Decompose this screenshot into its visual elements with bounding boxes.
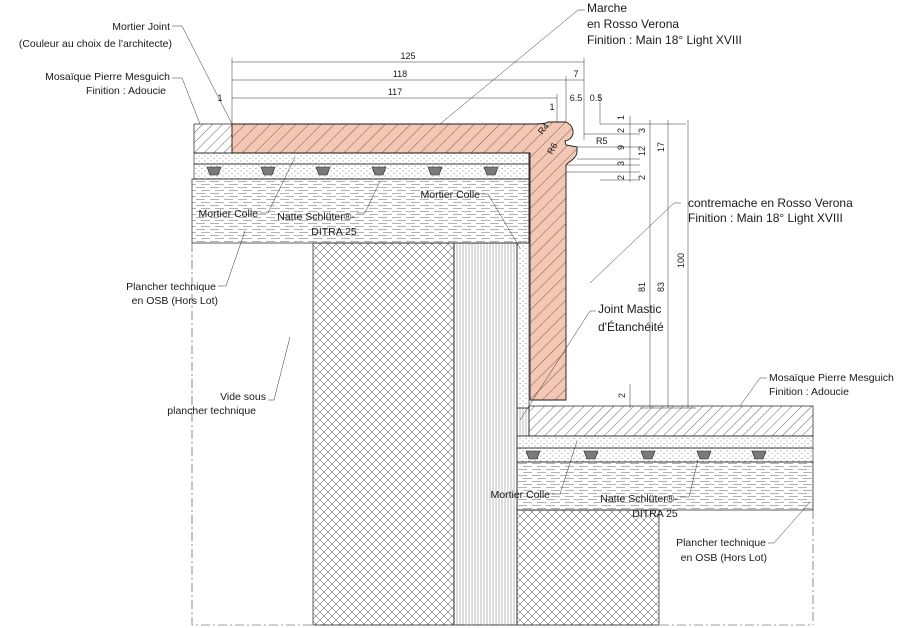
osb-floor-bottom xyxy=(516,461,814,511)
dim-v-2c: 2 xyxy=(637,175,647,180)
label-mortier-joint: Mortier Joint xyxy=(112,21,170,33)
dim-v-9: 9 xyxy=(616,145,626,150)
osb-floor-top xyxy=(191,178,530,244)
ditra-studs-top xyxy=(206,166,499,176)
dim-v-100: 100 xyxy=(676,253,686,268)
dim-v-17: 17 xyxy=(656,142,666,152)
label-natte-left-2: DITRA 25 xyxy=(311,226,357,238)
label-mosaique-bottom: Mosaïque Pierre Mesguich xyxy=(769,372,894,384)
label-mortier-colle-bottom: Mortier Colle xyxy=(490,489,550,501)
dim-6-5: 6.5 xyxy=(570,93,583,103)
label-joint-mastic-2: d'Étanchéité xyxy=(598,319,664,334)
label-vide-2: plancher technique xyxy=(167,405,256,417)
mortar-layer-top xyxy=(193,152,530,165)
ditra-studs-bottom xyxy=(525,450,767,460)
dim-v-1: 1 xyxy=(616,115,626,120)
dimension-lines-top xyxy=(231,58,686,181)
dim-125: 125 xyxy=(400,51,415,61)
label-marche-finish: Finition : Main 18° Light XVIII xyxy=(587,33,742,47)
label-mortier-colle-left: Mortier Colle xyxy=(198,208,258,220)
dim-v-83: 83 xyxy=(656,282,666,292)
dim-v-2b: 2 xyxy=(616,175,626,180)
dim-r5: R5 xyxy=(596,136,608,146)
dim-118: 118 xyxy=(393,69,407,79)
dim-v-3b: 3 xyxy=(637,128,647,133)
dim-0-5: 0.5 xyxy=(590,93,603,103)
mosaic-tile-top xyxy=(193,123,233,154)
structure-weave-bottom xyxy=(516,509,660,626)
label-plancher-bottom: Plancher technique xyxy=(676,537,766,549)
dim-v-2d: 2 xyxy=(617,393,627,398)
mortar-layer-bottom xyxy=(516,435,814,449)
dim-v-3a: 3 xyxy=(616,161,626,166)
label-mortier-joint-note: (Couleur au choix de l'architecte) xyxy=(19,38,172,50)
mosaic-tile-bottom xyxy=(528,405,814,437)
dim-r6: R6 xyxy=(545,141,559,156)
label-natte-bottom-2: DITRA 25 xyxy=(632,508,678,520)
label-marche: Marche xyxy=(587,1,627,15)
dim-117: 117 xyxy=(388,87,402,97)
dim-v-12: 12 xyxy=(637,146,647,156)
leader-lines xyxy=(172,9,811,544)
dim-1-small: 1 xyxy=(549,102,554,112)
label-plancher-bottom-2: en OSB (Hors Lot) xyxy=(681,552,767,564)
structure-weave-left xyxy=(312,242,455,626)
dim-v-81: 81 xyxy=(637,282,647,292)
label-plancher-left: Plancher technique xyxy=(126,281,216,293)
dimension-lines-right xyxy=(629,116,696,409)
label-mosaique-top: Mosaïque Pierre Mesguich xyxy=(45,71,170,83)
label-mosaique-top-finish: Finition : Adoucie xyxy=(86,85,166,97)
ditra-layer-bottom xyxy=(516,447,814,463)
label-mortier-colle-mid: Mortier Colle xyxy=(420,189,480,201)
ditra-layer-top xyxy=(193,163,530,180)
label-natte-bottom: Natte Schlüter®- xyxy=(600,493,678,505)
structure-weave-right xyxy=(453,242,518,626)
dim-v-2a: 2 xyxy=(616,128,626,133)
dim-7: 7 xyxy=(573,69,578,79)
label-contremarche: contremache en Rosso Verona xyxy=(688,196,853,210)
mastic-joint xyxy=(516,407,530,437)
label-plancher-left-2: en OSB (Hors Lot) xyxy=(132,295,218,307)
label-marche-material: en Rosso Verona xyxy=(587,17,679,31)
label-natte-left: Natte Schlüter®- xyxy=(277,211,355,223)
label-mosaique-bottom-finish: Finition : Adoucie xyxy=(769,386,849,398)
label-joint-mastic: Joint Mastic xyxy=(598,302,661,316)
dim-1-left: 1 xyxy=(217,93,222,103)
label-vide: Vide sous xyxy=(220,391,266,403)
label-contremarche-finish: Finition : Main 18° Light XVIII xyxy=(688,211,843,225)
